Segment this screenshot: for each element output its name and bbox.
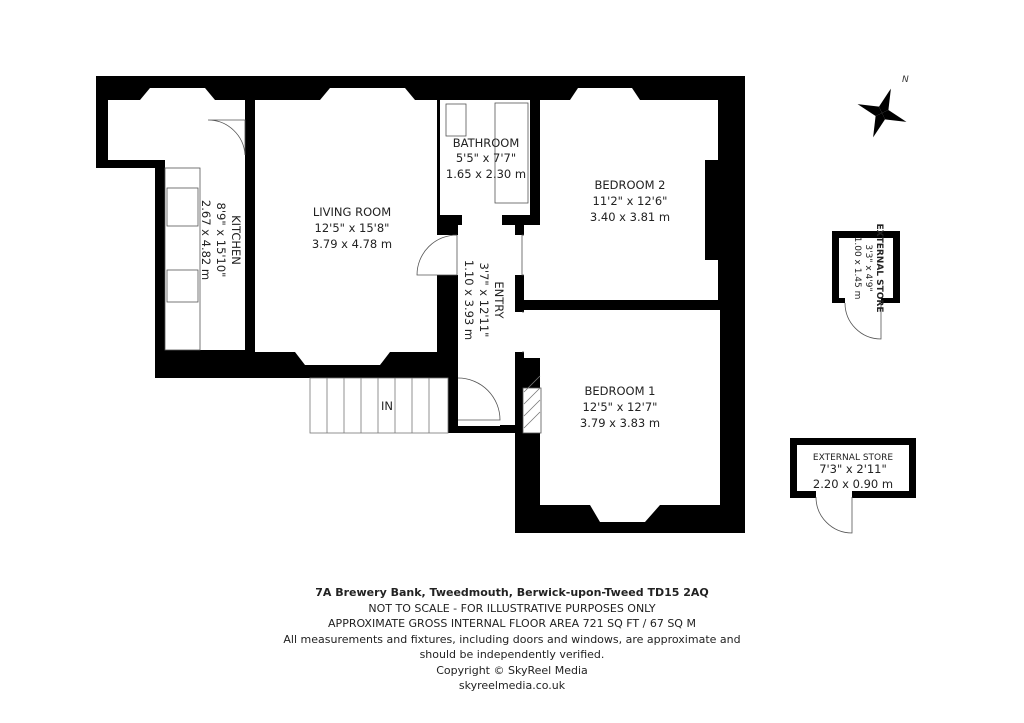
svg-text:KITCHEN: KITCHEN [229,215,243,265]
external-store-1 [832,231,900,340]
stairs-in-label: IN [381,399,393,413]
bedroom-1-label: BEDROOM 1 12'5" x 12'7" 3.79 x 3.83 m [580,384,660,430]
svg-text:EXTERNAL STORE: EXTERNAL STORE [874,223,884,312]
svg-text:12'5" x 15'8": 12'5" x 15'8" [315,221,390,235]
svg-text:8'9" x 15'10": 8'9" x 15'10" [214,203,228,278]
bedroom-2-label: BEDROOM 2 11'2" x 12'6" 3.40 x 3.81 m [590,178,670,224]
external-store-1-label: EXTERNAL STORE 3'3" x 4'9" 1.00 x 1.45 m [852,223,884,312]
svg-text:5'5" x 7'7": 5'5" x 7'7" [456,151,516,165]
bathroom [440,100,530,227]
floor-area: APPROXIMATE GROSS INTERNAL FLOOR AREA 72… [328,617,696,630]
svg-text:1.00 x 1.45 m: 1.00 x 1.45 m [852,237,862,300]
svg-text:3'7" x 12'11": 3'7" x 12'11" [477,263,491,338]
svg-text:3.79 x 3.83 m: 3.79 x 3.83 m [580,416,660,430]
kitchen [108,100,246,351]
kitchen-label: KITCHEN 8'9" x 15'10" 2.67 x 4.82 m [199,200,243,280]
bathroom-label: BATHROOM 5'5" x 7'7" 1.65 x 2.30 m [446,136,526,181]
scale-note: NOT TO SCALE - FOR ILLUSTRATIVE PURPOSES… [368,601,656,615]
living-room [140,88,437,365]
address: 7A Brewery Bank, Tweedmouth, Berwick-upo… [315,586,709,599]
disclaimer-line-2: should be independently verified. [419,648,605,661]
svg-text:2.67 x 4.82 m: 2.67 x 4.82 m [199,200,213,280]
bedroom-1 [522,310,720,522]
entry-label: ENTRY 3'7" x 12'11" 1.10 x 3.93 m [462,260,506,340]
svg-text:EXTERNAL STORE: EXTERNAL STORE [813,453,893,463]
entry [416,225,563,426]
external-store-2 [790,438,916,534]
svg-text:2.20 x 0.90 m: 2.20 x 0.90 m [813,477,893,491]
footer: 7A Brewery Bank, Tweedmouth, Berwick-upo… [262,585,762,694]
living-room-label: LIVING ROOM 12'5" x 15'8" 3.79 x 4.78 m [312,205,392,251]
svg-text:11'2" x 12'6": 11'2" x 12'6" [593,194,668,208]
svg-text:3.40 x 3.81 m: 3.40 x 3.81 m [590,210,670,224]
disclaimer-line-1: All measurements and fixtures, including… [283,632,741,646]
compass-icon [857,88,907,138]
website: skyreelmedia.co.uk [458,679,566,692]
stairs [309,377,449,434]
svg-text:7'3" x 2'11": 7'3" x 2'11" [819,462,887,476]
copyright: Copyright © SkyReel Media [436,663,588,677]
external-store-2-label: EXTERNAL STORE 7'3" x 2'11" 2.20 x 0.90 … [813,453,893,491]
svg-text:ENTRY: ENTRY [492,281,506,319]
bedroom-2 [524,88,718,300]
svg-text:1.65 x 2.30 m: 1.65 x 2.30 m [446,167,526,181]
svg-text:LIVING ROOM: LIVING ROOM [313,205,391,219]
compass-north-label: N [902,75,909,85]
svg-text:BEDROOM 1: BEDROOM 1 [585,384,656,398]
svg-text:3'3" x 4'9": 3'3" x 4'9" [863,244,873,291]
svg-text:3.79 x 4.78 m: 3.79 x 4.78 m [312,237,392,251]
svg-text:BATHROOM: BATHROOM [453,136,520,150]
svg-text:12'5" x 12'7": 12'5" x 12'7" [583,400,658,414]
svg-text:BEDROOM 2: BEDROOM 2 [595,178,666,192]
svg-text:1.10 x 3.93 m: 1.10 x 3.93 m [462,260,476,340]
